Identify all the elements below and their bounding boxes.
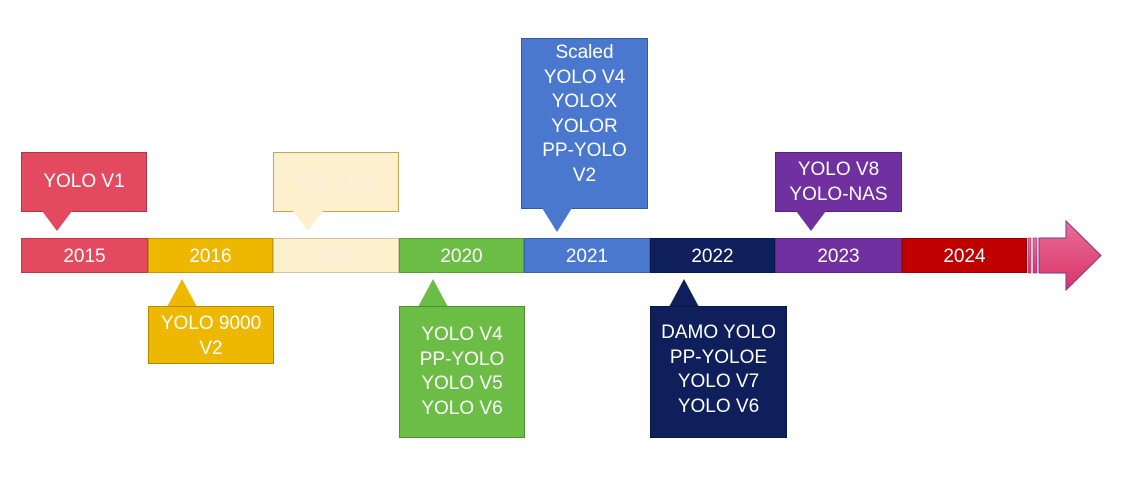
callout-tail [796,211,826,231]
callout-line: YOLO 9000 [160,313,262,334]
callout-line: YOLO V6 [677,395,760,417]
arrow-head-icon [1027,219,1102,292]
callout-2015: YOLO V1 [21,152,147,212]
callout-line: YOLO V8 [797,159,880,180]
callout-2016: YOLO 9000 V2 [148,306,274,364]
callout-line: V2 [199,337,223,359]
callout-line: YOLO V7 [677,371,760,392]
callout-2018: YOLO V3 [273,152,399,212]
callout-line: YOLO V3 [295,171,377,192]
callout-tail [293,211,323,231]
year-segment-2018: 2018 [273,238,399,273]
callout-2021: Scaled YOLO V4 YOLOX YOLOR PP-YOLO V2 [521,38,648,209]
callout-line: YOLOX [551,91,618,112]
callout-tail [669,279,699,307]
callout-line: PP-YOLOE [669,346,768,368]
callout-line: YOLOR [551,115,618,137]
callout-line: Scaled [555,42,614,63]
callout-line: PP-YOLO [542,140,627,161]
callout-2022: DAMO YOLO PP-YOLOE YOLO V7 YOLO V6 [650,306,787,438]
callout-line: YOLO V6 [421,397,503,419]
callout-line: YOLO-NAS [789,183,888,205]
callout-tail [42,211,72,231]
year-segment-2024: 2024 [902,238,1027,273]
callout-2020: YOLO V4 PP-YOLO YOLO V5 YOLO V6 [399,306,525,438]
callout-tail [418,279,448,307]
year-segment-2020: 2020 [399,238,524,273]
callout-tail [167,279,197,307]
year-segment-2023: 2023 [775,238,902,273]
callout-tail [542,208,572,232]
callout-line: YOLO V4 [543,66,626,88]
callout-line: YOLO V5 [421,373,503,394]
year-segment-2016: 2016 [148,238,273,273]
year-segment-2022: 2022 [650,238,775,273]
callout-line: V2 [572,164,597,186]
callout-line: PP-YOLO [419,348,505,370]
callout-line: DAMO YOLO [661,322,776,343]
year-segment-2021: 2021 [524,238,650,273]
year-segment-2015: 2015 [21,238,148,273]
callout-line: YOLO V4 [421,324,503,345]
callout-2023: YOLO V8 YOLO-NAS [775,152,902,212]
callout-line: YOLO V1 [43,171,125,192]
